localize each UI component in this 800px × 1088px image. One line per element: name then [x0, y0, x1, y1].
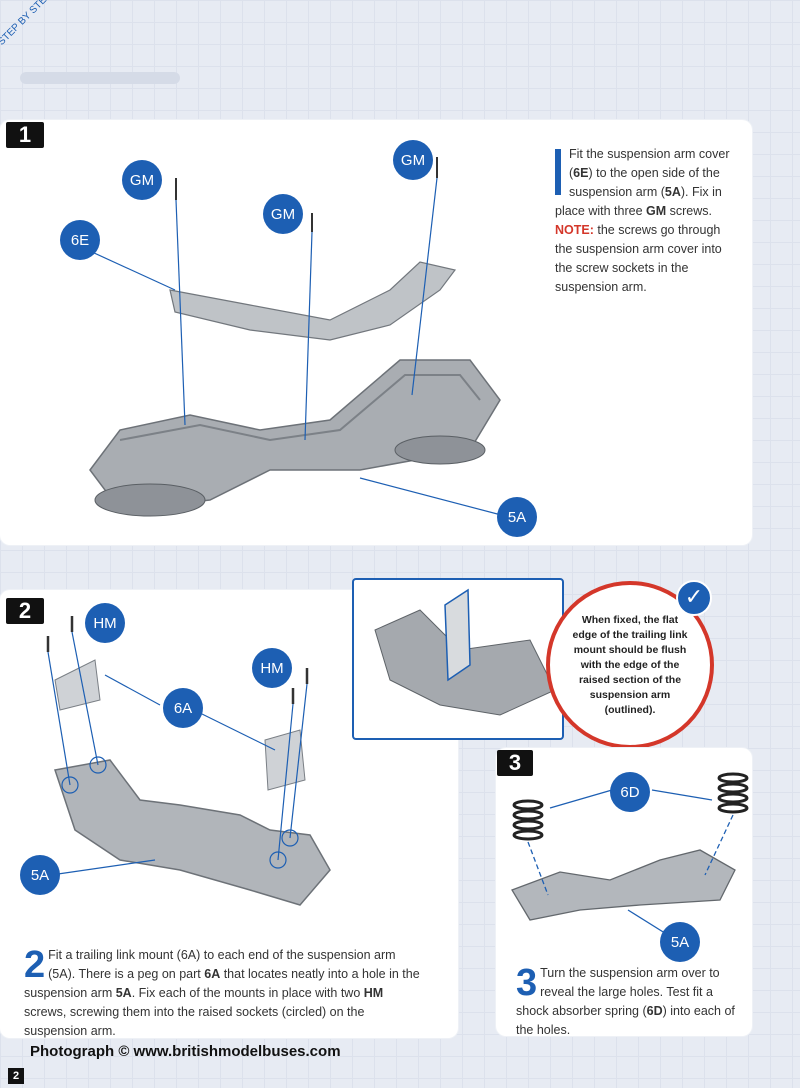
step1-note-label: NOTE:	[555, 223, 594, 237]
step2-callout-5a: 5A	[20, 855, 60, 895]
step2-text-p3: . Fix each of the mounts in place with t…	[131, 986, 364, 1000]
step1-callout-6e: 6E	[60, 220, 100, 260]
step2-text-p1: Fit a trailing link mount (6A) to each e…	[48, 948, 396, 981]
step1-text-b2: 5A	[664, 185, 681, 199]
step2-callout-hm-right: HM	[252, 648, 292, 688]
step1-text-p1: Fit the suspension arm cover (	[569, 147, 730, 180]
inset-note-text: When fixed, the flat edge of the trailin…	[572, 613, 688, 716]
step1-callout-gm-left: GM	[122, 160, 162, 200]
step3-number: 3	[497, 750, 533, 776]
step1-callout-gm-right: GM	[393, 140, 433, 180]
step1-note-text: the screws go through the suspension arm…	[555, 223, 722, 294]
check-icon: ✓	[676, 580, 712, 616]
step2-callout-6a: 6A	[163, 688, 203, 728]
step2-text-number: 2	[24, 944, 46, 986]
step3-callout-5a: 5A	[660, 922, 700, 962]
step2-text-b1: 6A	[204, 967, 221, 981]
step2-instructions: 2 Fit a trailing link mount (6A) to each…	[24, 946, 424, 1041]
step1-text-b1: 6E	[573, 166, 589, 180]
step3-text-number: 3	[516, 962, 538, 1004]
step1-text-p4: screws.	[666, 204, 713, 218]
step1-callout-gm-center: GM	[263, 194, 303, 234]
step1-text-p3: ). Fix in place with three	[555, 185, 722, 218]
step2-text-b3: HM	[363, 986, 384, 1000]
step2-number: 2	[6, 598, 44, 624]
photo-credit: Photograph © www.britishmodelbuses.com	[30, 1043, 341, 1060]
step3-text-b1: 6D	[646, 1004, 663, 1018]
step1-text-b3: GM	[646, 204, 667, 218]
step2-text-p2: that locates neatly into a hole in the s…	[24, 967, 420, 1000]
step3-text-p2: ) into each of the holes.	[516, 1004, 735, 1037]
step2-callout-hm-left: HM	[85, 603, 125, 643]
step1-text-marker	[555, 149, 561, 195]
step3-text-p1: Turn the suspension arm over to reveal t…	[516, 966, 720, 1018]
step1-instructions: Fit the suspension arm cover (6E) to the…	[555, 145, 735, 297]
step3-callout-6d: 6D	[610, 772, 650, 812]
page-number: 2	[8, 1068, 24, 1084]
step3-instructions: 3 Turn the suspension arm over to reveal…	[516, 964, 746, 1040]
step1-text-p2: ) to the open side of the suspension arm…	[569, 166, 720, 199]
header-dots	[20, 72, 180, 84]
step1-callout-5a: 5A	[497, 497, 537, 537]
inset-note-circle: When fixed, the flat edge of the trailin…	[546, 581, 714, 749]
step2-text-b2: 5A	[115, 986, 132, 1000]
step1-number: 1	[6, 122, 44, 148]
step2-text-p4: screws, screwing them into the raised so…	[24, 1005, 365, 1038]
